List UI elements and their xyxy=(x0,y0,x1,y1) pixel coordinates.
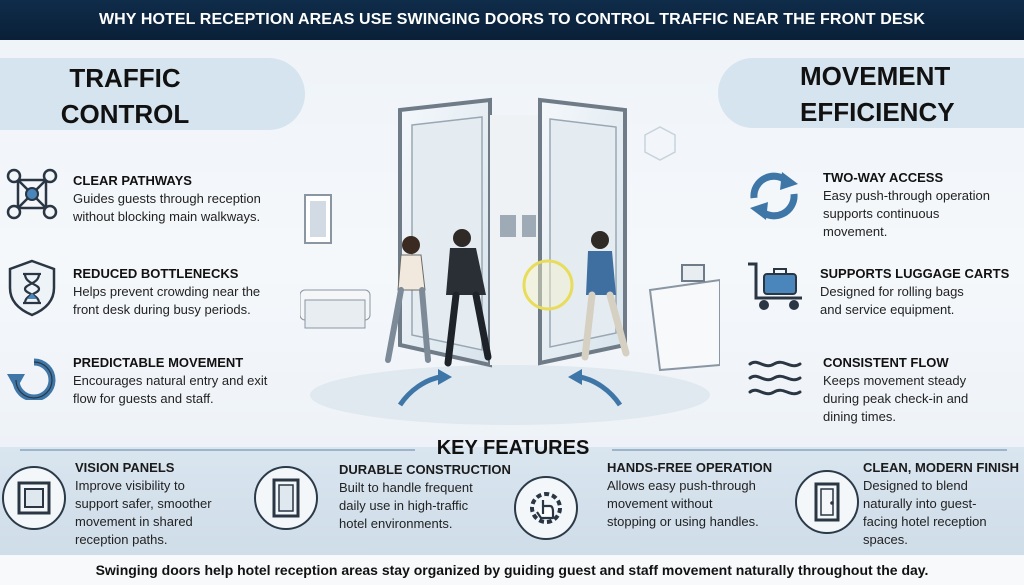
feature-description: stopping or using handles. xyxy=(607,514,759,529)
footer: Swinging doors help hotel reception area… xyxy=(0,555,1024,585)
circular-arrow-icon xyxy=(7,358,56,400)
movement-efficiency-heading: MOVEMENT EFFICIENCY xyxy=(800,58,1000,130)
feature-description: Helps prevent crowding near the xyxy=(73,284,261,299)
clear-pathways-feature: CLEAR PATHWAYS Guides guests through rec… xyxy=(73,172,303,226)
hands-free-operation-feature: HANDS-FREE OPERATION Allows easy push-th… xyxy=(607,459,787,531)
divider xyxy=(20,449,415,451)
feature-title: DURABLE CONSTRUCTION xyxy=(339,462,511,477)
traffic-control-heading: TRAFFIC CONTROL xyxy=(50,60,200,132)
feature-title: PREDICTABLE MOVEMENT xyxy=(73,355,244,370)
door-panel-icon xyxy=(254,466,318,530)
feature-description: movement in shared xyxy=(75,514,193,529)
heading-line: CONTROL xyxy=(60,99,190,129)
feature-description: support safer, smoother xyxy=(75,496,212,511)
feature-description: Built to handle frequent xyxy=(339,480,473,495)
feature-description: movement. xyxy=(823,224,888,239)
consistent-flow-feature: CONSISTENT FLOW Keeps movement steady du… xyxy=(823,354,1023,426)
vision-panel-icon xyxy=(2,466,66,530)
feature-title: CLEAN, MODERN FINISH xyxy=(863,460,1019,475)
heading-line: MOVEMENT xyxy=(800,61,951,91)
feature-description: Encourages natural entry and exit xyxy=(73,373,268,388)
predictable-movement-feature: PREDICTABLE MOVEMENT Encourages natural … xyxy=(73,354,303,408)
feature-description: facing hotel reception xyxy=(863,514,987,529)
feature-title: CONSISTENT FLOW xyxy=(823,355,949,370)
swinging-doors-illustration xyxy=(300,97,720,425)
feature-description: spaces. xyxy=(863,532,908,547)
feature-description: reception paths. xyxy=(75,532,168,547)
staff-figure xyxy=(444,229,492,367)
feature-description: and service equipment. xyxy=(820,302,955,317)
luggage-cart-icon xyxy=(748,262,802,310)
two-way-access-feature: TWO-WAY ACCESS Easy push-through operati… xyxy=(823,169,1023,241)
feature-description: Improve visibility to xyxy=(75,478,185,493)
heading-line: TRAFFIC xyxy=(69,63,181,93)
feature-title: CLEAR PATHWAYS xyxy=(73,173,192,188)
heading-line: EFFICIENCY xyxy=(800,97,955,127)
wave-flow-icon xyxy=(748,360,802,396)
feature-description: front desk during busy periods. xyxy=(73,302,251,317)
guest-figure xyxy=(385,236,431,363)
feature-description: Guides guests through reception xyxy=(73,191,261,206)
feature-description: movement without xyxy=(607,496,713,511)
two-way-arrows-icon xyxy=(750,172,798,220)
footer-text: Swinging doors help hotel reception area… xyxy=(95,562,929,578)
header-banner: WHY HOTEL RECEPTION AREAS USE SWINGING D… xyxy=(0,0,1024,40)
feature-description: naturally into guest- xyxy=(863,496,977,511)
feature-description: Easy push-through operation xyxy=(823,188,990,203)
feature-title: REDUCED BOTTLENECKS xyxy=(73,266,239,281)
worker-figure xyxy=(581,231,630,361)
traffic-control-pill xyxy=(0,58,305,130)
feature-description: Allows easy push-through xyxy=(607,478,756,493)
feature-description: during peak check-in and xyxy=(823,391,969,406)
page-title: WHY HOTEL RECEPTION AREAS USE SWINGING D… xyxy=(98,11,926,28)
feature-description: Designed to blend xyxy=(863,478,968,493)
feature-title: HANDS-FREE OPERATION xyxy=(607,460,773,475)
feature-description: hotel environments. xyxy=(339,516,453,531)
modern-finish-feature: CLEAN, MODERN FINISH Designed to blend n… xyxy=(863,459,1024,549)
divider xyxy=(612,449,1007,451)
feature-title: VISION PANELS xyxy=(75,460,175,475)
feature-description: without blocking main walkways. xyxy=(73,209,261,224)
vision-panels-feature: VISION PANELS Improve visibility to supp… xyxy=(75,459,245,549)
durable-construction-feature: DURABLE CONSTRUCTION Built to handle fre… xyxy=(339,461,519,533)
network-nodes-icon xyxy=(6,168,58,220)
feature-description: flow for guests and staff. xyxy=(73,391,214,406)
reduced-bottlenecks-feature: REDUCED BOTTLENECKS Helps prevent crowdi… xyxy=(73,265,303,319)
feature-description: supports continuous xyxy=(823,206,940,221)
feature-description: daily use in high-traffic xyxy=(339,498,469,513)
luggage-carts-feature: SUPPORTS LUGGAGE CARTS Designed for roll… xyxy=(820,265,1024,319)
hourglass-shield-icon xyxy=(8,259,56,317)
feature-description: Keeps movement steady xyxy=(823,373,967,388)
key-features-heading: KEY FEATURES xyxy=(436,437,590,459)
hand-gear-icon xyxy=(514,476,578,540)
movement-efficiency-pill xyxy=(718,58,1024,128)
modern-door-icon xyxy=(795,470,859,534)
feature-title: TWO-WAY ACCESS xyxy=(823,170,944,185)
feature-title: SUPPORTS LUGGAGE CARTS xyxy=(820,266,1010,281)
feature-description: Designed for rolling bags xyxy=(820,284,964,299)
feature-description: dining times. xyxy=(823,409,896,424)
